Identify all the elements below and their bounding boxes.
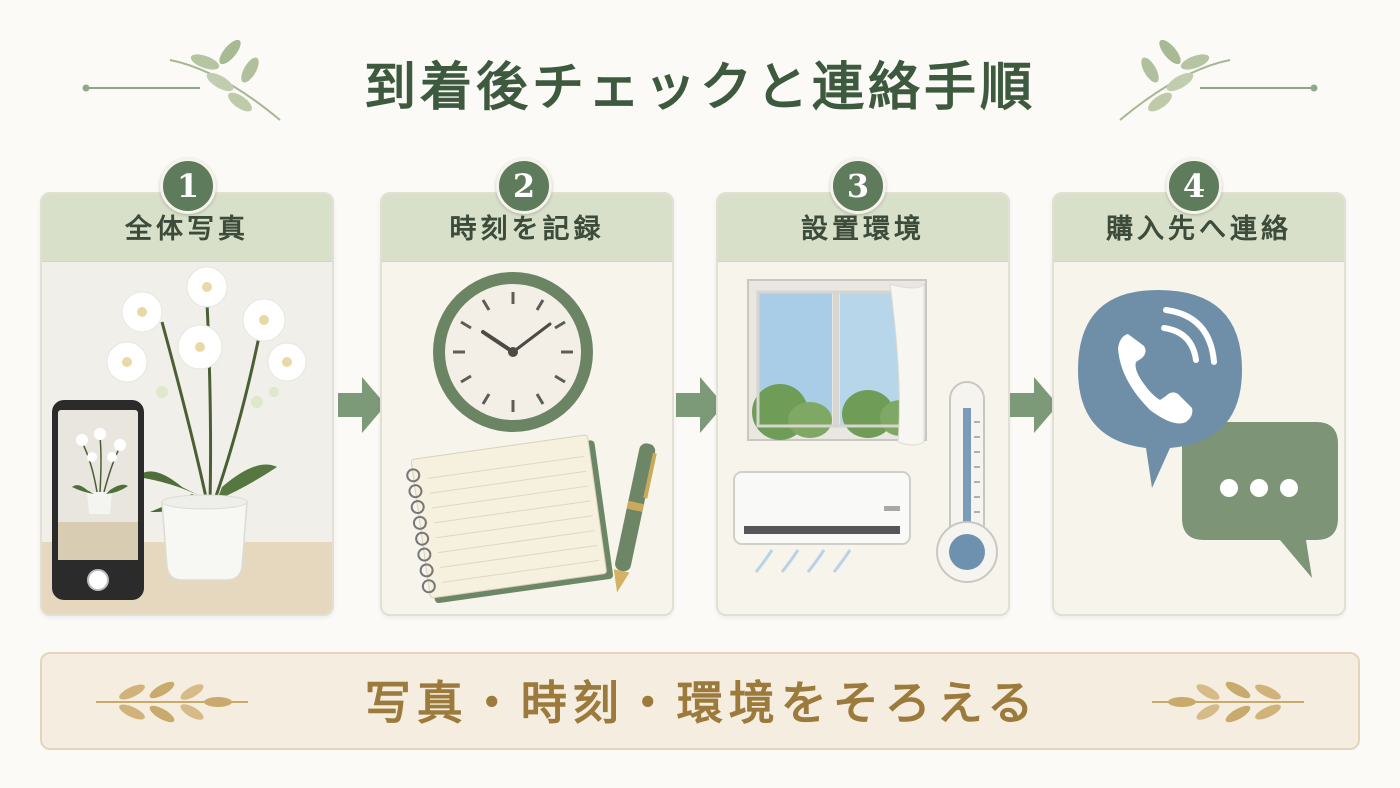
pen-icon bbox=[613, 443, 657, 593]
arrow-right-icon bbox=[338, 377, 386, 433]
step-4-badge: 4 bbox=[1166, 158, 1222, 214]
chat-bubble-icon bbox=[1182, 422, 1338, 578]
summary-text: 写真・時刻・環境をそろえる bbox=[364, 676, 1040, 730]
step-3-illustration bbox=[718, 262, 1008, 614]
clock-icon bbox=[433, 272, 593, 432]
step-4-illustration bbox=[1054, 262, 1344, 614]
step-3-badge: 3 bbox=[830, 158, 886, 214]
phone-bubble-icon bbox=[1078, 290, 1242, 488]
step-4-card: 購入先へ連絡 bbox=[1052, 192, 1346, 616]
step-1-badge: 1 bbox=[160, 158, 216, 214]
air-conditioner-icon bbox=[733, 471, 911, 573]
header: 到着後チェックと連絡手順 bbox=[0, 0, 1400, 150]
leaf-ornament-right bbox=[1148, 676, 1308, 732]
step-1-illustration bbox=[42, 262, 332, 614]
step-2-badge: 2 bbox=[496, 158, 552, 214]
leaf-divider-left bbox=[80, 30, 290, 130]
leaf-ornament-left bbox=[92, 676, 252, 732]
smartphone-camera-icon bbox=[52, 400, 144, 600]
window-icon bbox=[747, 279, 927, 446]
leaf-divider-right bbox=[1110, 30, 1320, 130]
notebook-icon bbox=[406, 434, 614, 603]
page-title: 到着後チェックと連絡手順 bbox=[363, 57, 1036, 118]
step-2-card: 時刻を記録 bbox=[380, 192, 674, 616]
steps-flow: 1 全体写真 bbox=[40, 150, 1360, 625]
thermometer-icon bbox=[936, 381, 998, 583]
summary-banner: 写真・時刻・環境をそろえる bbox=[40, 652, 1360, 750]
step-1-card: 全体写真 bbox=[40, 192, 334, 616]
step-3-card: 設置環境 bbox=[716, 192, 1010, 616]
arrow-right-icon bbox=[1010, 377, 1058, 433]
step-2-illustration bbox=[382, 262, 672, 614]
orchid-plant-icon bbox=[106, 266, 307, 581]
arrow-right-icon bbox=[676, 377, 724, 433]
